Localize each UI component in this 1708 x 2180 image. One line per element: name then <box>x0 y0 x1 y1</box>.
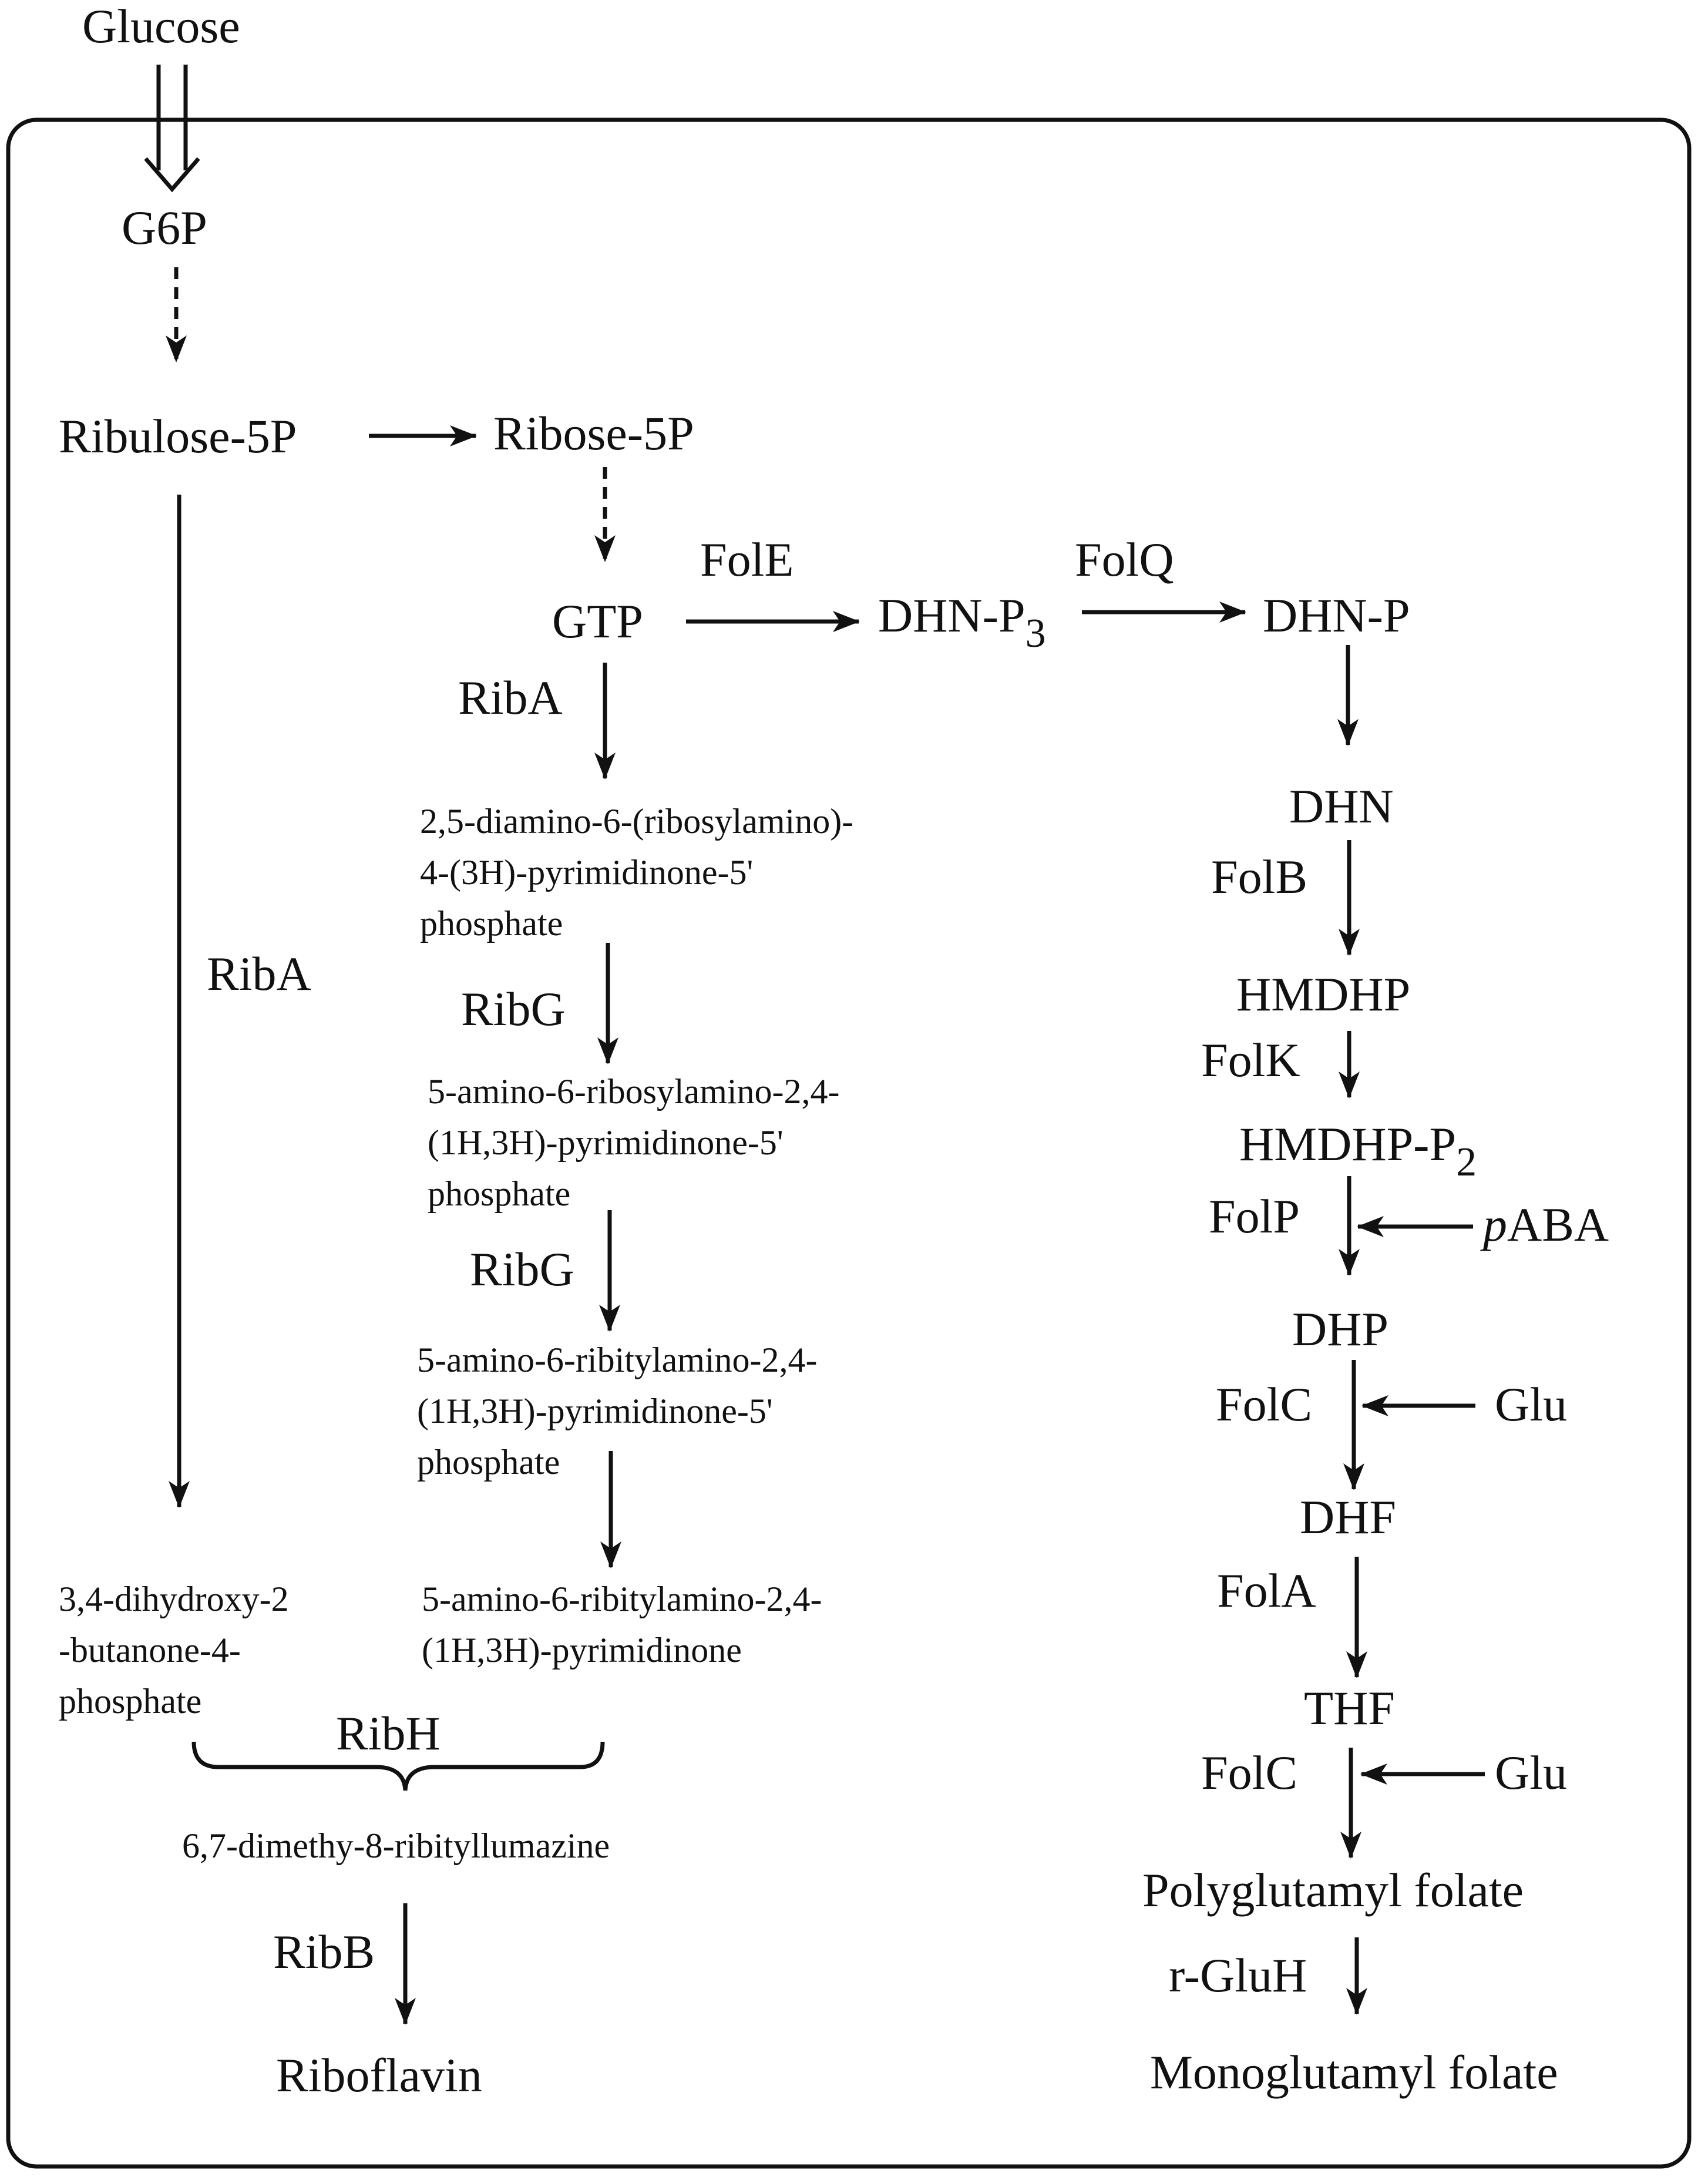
node-ribose-5p: Ribose-5P <box>493 407 694 460</box>
arp-line-1: 5-amino-6-ribosylamino-2,4- <box>428 1072 840 1111</box>
node-monoglutamyl-folate: Monoglutamyl folate <box>1150 2045 1558 2099</box>
node-hmdhp-p2: HMDHP-P2 <box>1239 1117 1477 1185</box>
node-dhn: DHN <box>1289 780 1394 833</box>
dar-line-1: 2,5-diamino-6-(ribosylamino)- <box>420 802 853 841</box>
dar-line-2: 4-(3H)-pyrimidinone-5' <box>420 853 753 892</box>
dhbp-line-3: phosphate <box>59 1682 201 1721</box>
enzyme-folk: FolK <box>1201 1033 1300 1087</box>
aritp-line-3: phosphate <box>417 1443 560 1482</box>
enzyme-folq: FolQ <box>1075 533 1174 586</box>
node-polyglutamyl-folate: Polyglutamyl folate <box>1142 1863 1524 1917</box>
node-ribulose-5p: Ribulose-5P <box>59 409 297 463</box>
pathway-frame <box>6 117 1692 2169</box>
node-dhn-p3: DHN-P3 <box>878 589 1046 656</box>
node-glucose: Glucose <box>82 0 240 53</box>
aritp-line-2: (1H,3H)-pyrimidinone-5' <box>417 1392 773 1430</box>
node-hmdhp: HMDHP <box>1236 968 1410 1021</box>
node-gtp: GTP <box>552 594 643 648</box>
node-dihydroxy-butanone-phosphate: 3,4-dihydroxy-2 -butanone-4- phosphate <box>59 1580 289 1721</box>
dhbp-line-1: 3,4-dihydroxy-2 <box>59 1580 289 1618</box>
node-dhp: DHP <box>1292 1302 1388 1356</box>
glucose-to-g6p-arrow <box>144 65 200 193</box>
enzyme-r-gluh: r-GluH <box>1169 1949 1307 2002</box>
enzyme-folp: FolP <box>1209 1190 1300 1243</box>
node-glu-2: Glu <box>1495 1746 1567 1799</box>
dhbp-line-2: -butanone-4- <box>59 1631 241 1670</box>
node-g6p: G6P <box>122 201 207 254</box>
hmdhp-p2-main: HMDHP-P <box>1239 1117 1456 1171</box>
dhn-p3-main: DHN-P <box>878 589 1026 642</box>
node-dhf: DHF <box>1300 1490 1396 1544</box>
node-diamino-ribosylamino-pyrimidinone-phosphate: 2,5-diamino-6-(ribosylamino)- 4-(3H)-pyr… <box>420 802 853 943</box>
enzyme-folb: FolB <box>1211 850 1307 903</box>
arit-line-2: (1H,3H)-pyrimidinone <box>422 1631 742 1670</box>
node-paba: pABA <box>1480 1198 1609 1251</box>
dhn-p3-subscript: 3 <box>1026 611 1046 656</box>
node-dhn-p: DHN-P <box>1263 589 1410 642</box>
enzyme-fole: FolE <box>700 533 794 586</box>
node-glu-1: Glu <box>1495 1378 1567 1431</box>
node-dimethyl-ribityllumazine: 6,7-dimethy-8-ribityllumazine <box>182 1826 610 1865</box>
enzyme-ribh: RibH <box>336 1707 441 1760</box>
arp-line-3: phosphate <box>428 1174 570 1213</box>
arit-line-1: 5-amino-6-ribitylamino-2,4- <box>422 1580 822 1618</box>
paba-italic-p: p <box>1480 1198 1507 1251</box>
enzyme-riba-gtp: RibA <box>458 671 563 724</box>
enzyme-riba-ribulose: RibA <box>207 947 311 1000</box>
enzyme-ribg-2: RibG <box>470 1242 574 1296</box>
node-amino-ribitylamino-pyrimidinone: 5-amino-6-ribitylamino-2,4- (1H,3H)-pyri… <box>422 1580 822 1670</box>
aritp-line-1: 5-amino-6-ribitylamino-2,4- <box>417 1341 818 1379</box>
paba-rest: ABA <box>1507 1198 1609 1251</box>
enzyme-ribb: RibB <box>273 1925 375 1979</box>
node-amino-ribitylamino-pyrimidinone-phosphate: 5-amino-6-ribitylamino-2,4- (1H,3H)-pyri… <box>417 1341 818 1482</box>
arp-line-2: (1H,3H)-pyrimidinone-5' <box>428 1123 784 1162</box>
enzyme-folc-1: FolC <box>1216 1378 1312 1431</box>
ribh-brace <box>191 1741 605 1791</box>
node-amino-ribosylamino-pyrimidinone-phosphate: 5-amino-6-ribosylamino-2,4- (1H,3H)-pyri… <box>428 1072 840 1213</box>
enzyme-ribg-1: RibG <box>461 982 566 1036</box>
hmdhp-p2-subscript: 2 <box>1456 1140 1477 1185</box>
node-thf: THF <box>1304 1681 1395 1735</box>
node-riboflavin: Riboflavin <box>276 2048 482 2102</box>
dar-line-3: phosphate <box>420 904 563 943</box>
enzyme-folc-2: FolC <box>1201 1746 1297 1799</box>
enzyme-fola: FolA <box>1217 1564 1316 1617</box>
